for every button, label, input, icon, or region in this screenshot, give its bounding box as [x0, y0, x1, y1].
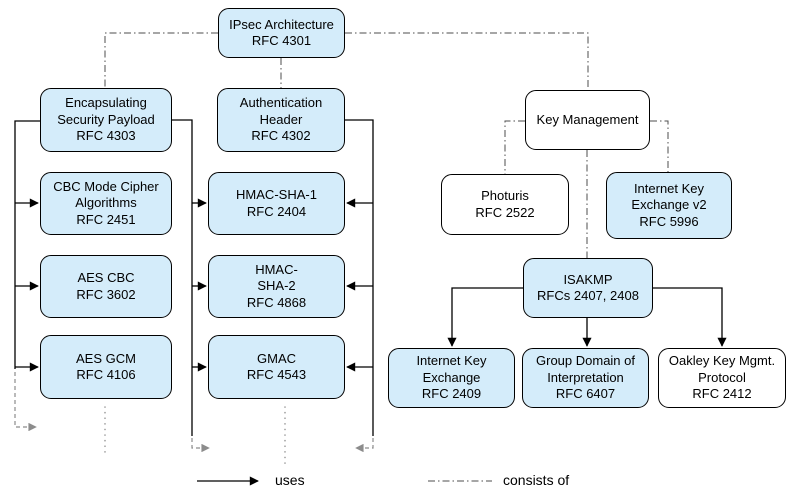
node-aes-cbc: AES CBC RFC 3602: [40, 255, 172, 318]
legend-consists-of-label: consists of: [503, 472, 570, 488]
node-rfc: RFC 2409: [421, 386, 482, 402]
node-rfc: RFC 4302: [251, 128, 311, 144]
node-label: Group Domain of Interpretation: [536, 353, 635, 385]
ah-right-rail-continuation-arrow: [355, 438, 374, 453]
node-label: AES GCM: [76, 350, 136, 366]
edge-keymgmt-photuris: [504, 120, 525, 174]
node-ipsec-architecture: IPsec Architecture RFC 4301: [218, 8, 345, 58]
node-rfc: RFC 4301: [251, 33, 312, 48]
node-oakley-key-mgmt-protocol: Oakley Key Mgmt. Protocol RFC 2412: [658, 348, 786, 408]
edge-keymgmt-ikev2: [650, 120, 669, 172]
node-aes-gcm: AES GCM RFC 4106: [40, 335, 172, 399]
node-rfc: RFCs 2407, 2408: [537, 288, 639, 303]
node-label: Internet Key Exchange v2: [631, 180, 707, 213]
node-hmac-sha-1: HMAC-SHA-1 RFC 2404: [208, 172, 345, 235]
node-encapsulating-security-payload: Encapsulating Security Payload RFC 4303: [40, 88, 172, 152]
esp-right-rail: [172, 119, 193, 436]
node-rfc: RFC 2451: [76, 211, 136, 227]
node-label: Oakley Key Mgmt. Protocol: [668, 353, 776, 385]
node-group-domain-of-interpretation: Group Domain of Interpretation RFC 6407: [522, 348, 649, 408]
esp-left-rail-continuation-arrow: [14, 372, 37, 432]
node-photuris: Photuris RFC 2522: [441, 174, 569, 235]
node-rfc: RFC 4543: [246, 367, 307, 382]
esp-left-rail: [14, 120, 40, 369]
node-internet-key-exchange: Internet Key Exchange RFC 2409: [388, 348, 515, 408]
node-label: IPsec Architecture: [229, 16, 334, 32]
node-cbc-mode-cipher-algorithms: CBC Mode Cipher Algorithms RFC 2451: [40, 172, 172, 235]
node-rfc: RFC 5996: [639, 213, 699, 229]
node-authentication-header: Authentication Header RFC 4302: [217, 88, 345, 152]
edge-ipsec-keymgmt: [345, 32, 589, 90]
node-label: Photuris: [481, 188, 529, 204]
edge-isakmp-ike: [447, 287, 523, 347]
node-internet-key-exchange-v2: Internet Key Exchange v2 RFC 5996: [606, 172, 732, 239]
node-rfc: RFC 3602: [76, 286, 136, 302]
node-label: Key Management: [536, 111, 639, 127]
node-label: Authentication Header: [239, 95, 323, 127]
node-label: CBC Mode Cipher Algorithms: [53, 178, 159, 211]
node-rfc: RFC 6407: [555, 386, 616, 402]
edge-isakmp-oakley: [653, 287, 727, 347]
node-rfc: RFC 2522: [475, 204, 535, 220]
node-hmac-sha-2: HMAC- SHA-2 RFC 4868: [208, 255, 345, 318]
node-label: Encapsulating Security Payload: [57, 95, 155, 127]
node-rfc: RFC 2412: [692, 386, 752, 402]
node-label: HMAC-SHA-1: [236, 187, 317, 203]
node-rfc: RFC 2404: [246, 203, 307, 219]
esp-right-rail-continuation-arrow: [191, 438, 210, 453]
node-gmac: GMAC RFC 4543: [208, 335, 345, 399]
edge-ipsec-esp: [104, 32, 218, 88]
node-rfc: RFC 4303: [76, 128, 136, 144]
node-key-management: Key Management: [525, 90, 650, 150]
node-rfc: RFC 4868: [246, 294, 307, 310]
node-label: Internet Key Exchange: [416, 353, 487, 385]
ah-right-rail: [345, 119, 374, 436]
node-label: AES CBC: [77, 270, 135, 286]
node-label: GMAC: [257, 350, 296, 366]
node-label: ISAKMP: [563, 271, 613, 287]
legend-uses-label: uses: [275, 472, 305, 488]
node-rfc: RFC 4106: [76, 367, 136, 382]
node-isakmp: ISAKMP RFCs 2407, 2408: [523, 258, 653, 318]
node-label: HMAC- SHA-2: [255, 261, 298, 294]
